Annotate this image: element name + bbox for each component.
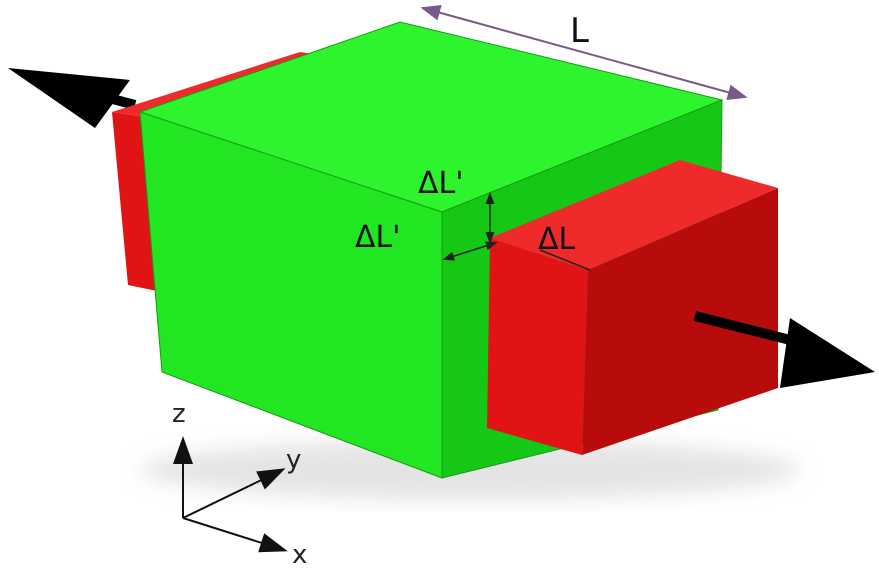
y-axis	[182, 468, 286, 519]
delta-top-label: ΔL'	[418, 166, 463, 201]
right-block-front	[487, 238, 588, 455]
right-block-top	[490, 160, 778, 270]
length-label: L	[570, 11, 589, 51]
right-block-side	[582, 188, 778, 455]
right-force-arrow	[693, 311, 875, 388]
z-axis-label: z	[172, 399, 186, 429]
y-axis-label: y	[286, 445, 301, 475]
length-dimension-line	[420, 4, 748, 101]
delta-horizontal-dimension	[442, 241, 498, 261]
delta-side-label: ΔL'	[355, 220, 400, 255]
right-red-block	[487, 160, 778, 455]
x-axis	[182, 517, 288, 553]
delta-front-dimension	[539, 249, 591, 271]
delta-front-label: ΔL	[538, 222, 576, 257]
left-force-arrow	[8, 68, 137, 128]
coordinate-axes: z y x	[172, 399, 307, 569]
x-axis-label: x	[292, 540, 307, 569]
